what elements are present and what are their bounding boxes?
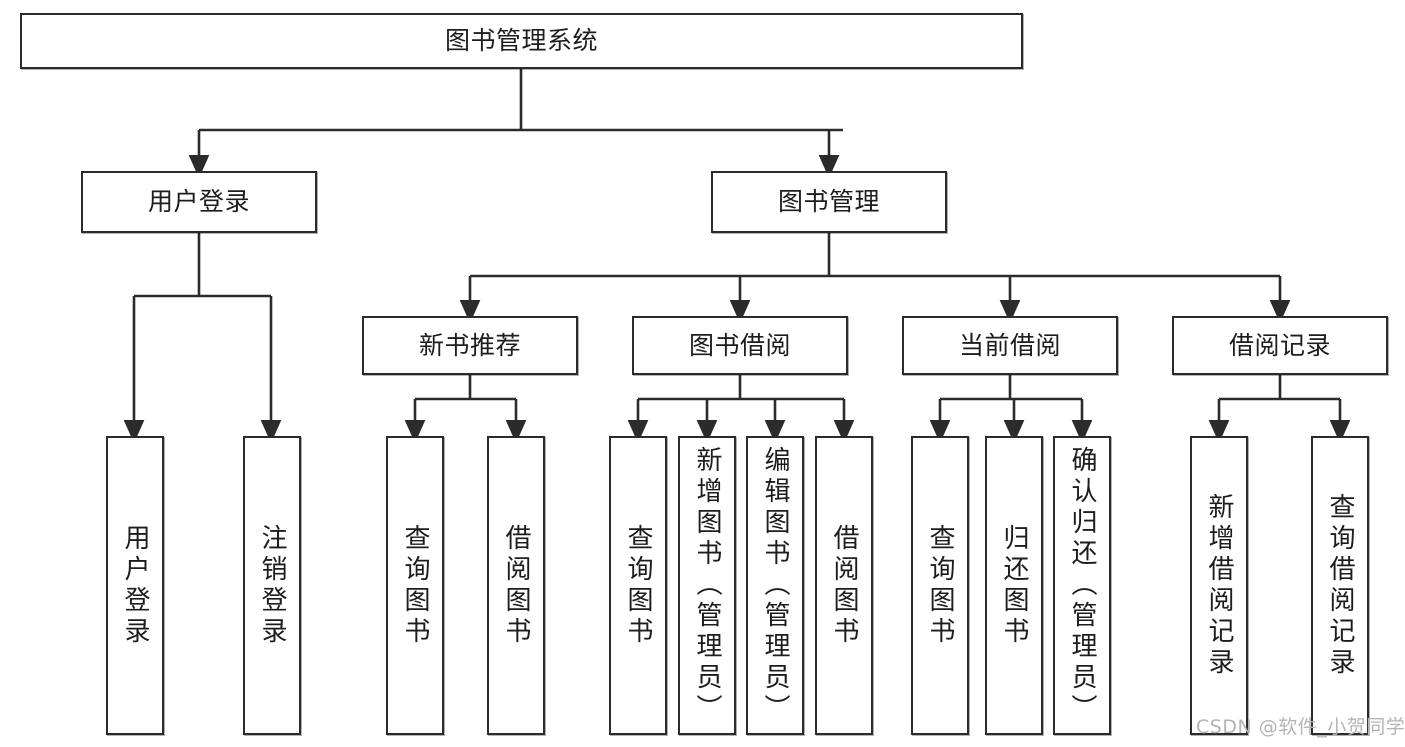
node-leaf-edit-book-admin[interactable]: 编辑图书（管理员） [746, 436, 804, 735]
node-leaf-add-book-admin-label: 新增图书（管理员） [692, 446, 722, 725]
node-leaf-return-book-label: 归还图书 [999, 523, 1029, 648]
node-level2-user-login[interactable]: 用户登录 [81, 171, 317, 233]
node-level3-book-borrow-label: 图书借阅 [688, 330, 791, 360]
node-level3-new-book-recommend[interactable]: 新书推荐 [362, 316, 578, 375]
node-level3-current-borrow[interactable]: 当前借阅 [902, 316, 1118, 375]
node-leaf-query-borrow-record[interactable]: 查询借阅记录 [1311, 436, 1369, 735]
node-leaf-return-book[interactable]: 归还图书 [985, 436, 1043, 735]
node-leaf-query-book-recommend[interactable]: 查询图书 [386, 436, 444, 735]
node-leaf-user-logout-label: 注销登录 [257, 523, 287, 648]
node-root-label: 图书管理系统 [444, 26, 598, 56]
node-leaf-add-borrow-record[interactable]: 新增借阅记录 [1190, 436, 1248, 735]
node-leaf-add-book-admin[interactable]: 新增图书（管理员） [678, 436, 736, 735]
node-level3-current-borrow-label: 当前借阅 [958, 330, 1061, 360]
node-level3-book-borrow[interactable]: 图书借阅 [632, 316, 848, 375]
node-leaf-confirm-return-admin[interactable]: 确认归还（管理员） [1053, 436, 1111, 735]
node-root[interactable]: 图书管理系统 [20, 13, 1023, 69]
csdn-watermark: CSDN @软件_小贺同学 [1196, 716, 1405, 738]
node-leaf-query-book-borrow[interactable]: 查询图书 [609, 436, 667, 735]
node-leaf-query-book-current[interactable]: 查询图书 [911, 436, 969, 735]
node-leaf-user-login[interactable]: 用户登录 [106, 436, 164, 735]
node-leaf-user-logout[interactable]: 注销登录 [243, 436, 301, 735]
node-leaf-borrow-book[interactable]: 借阅图书 [815, 436, 873, 735]
node-leaf-borrow-book-recommend[interactable]: 借阅图书 [487, 436, 545, 735]
node-leaf-edit-book-admin-label: 编辑图书（管理员） [760, 446, 790, 725]
node-level2-book-management[interactable]: 图书管理 [711, 171, 947, 233]
node-leaf-borrow-book-label: 借阅图书 [829, 523, 859, 648]
node-level3-borrow-record-label: 借阅记录 [1228, 330, 1331, 360]
node-level2-user-login-label: 用户登录 [147, 187, 250, 217]
node-leaf-query-book-recommend-label: 查询图书 [400, 523, 430, 648]
node-level3-borrow-record[interactable]: 借阅记录 [1172, 316, 1388, 375]
node-level3-new-book-recommend-label: 新书推荐 [418, 330, 521, 360]
node-leaf-query-book-current-label: 查询图书 [925, 523, 955, 648]
node-leaf-query-book-borrow-label: 查询图书 [623, 523, 653, 648]
node-level2-book-management-label: 图书管理 [777, 187, 880, 217]
node-leaf-query-borrow-record-label: 查询借阅记录 [1325, 492, 1355, 679]
node-leaf-borrow-book-recommend-label: 借阅图书 [501, 523, 531, 648]
node-leaf-user-login-label: 用户登录 [120, 523, 150, 648]
node-leaf-add-borrow-record-label: 新增借阅记录 [1204, 492, 1234, 679]
node-leaf-confirm-return-admin-label: 确认归还（管理员） [1067, 446, 1097, 725]
